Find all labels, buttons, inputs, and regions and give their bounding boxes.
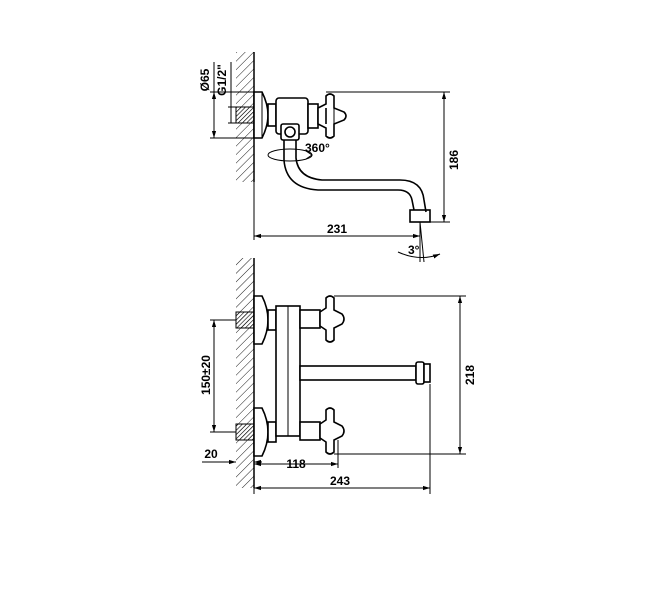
side-dim-height xyxy=(326,91,450,223)
front-spout xyxy=(299,361,431,385)
side-dim-diameter xyxy=(210,62,254,139)
side-view: Ø65 G1/2" 360° 186 231 3° xyxy=(198,52,461,263)
front-wall xyxy=(236,258,255,488)
front-dim-height xyxy=(334,295,466,455)
front-inlet-pipe-top xyxy=(235,311,255,329)
front-cross-handle-bottom xyxy=(319,407,345,455)
side-diameter-label: Ø65 xyxy=(198,68,212,91)
front-dim-length xyxy=(253,384,431,494)
front-mixer-body xyxy=(275,305,321,441)
front-dim-handle-offset xyxy=(254,440,339,468)
front-cross-handle-top xyxy=(319,295,345,343)
front-escutcheon-top xyxy=(253,295,277,345)
side-dim-angle xyxy=(397,221,441,263)
side-inlet-pipe xyxy=(235,106,255,124)
front-inlet-pipe-bottom xyxy=(235,423,255,441)
side-valve-body xyxy=(275,97,319,141)
front-view: 150±20 218 20 118 243 xyxy=(199,258,477,494)
front-escutcheon-bottom xyxy=(253,407,277,457)
front-dim-inlet-spacing xyxy=(210,319,236,433)
side-thread-label: G1/2" xyxy=(215,64,229,96)
side-angle-label: 3° xyxy=(408,243,420,257)
front-inlet-spacing-label: 150±20 xyxy=(199,355,213,395)
side-length-label: 231 xyxy=(327,222,347,236)
side-height-label: 186 xyxy=(447,150,461,170)
front-wall-offset-label: 20 xyxy=(204,447,218,461)
front-height-label: 218 xyxy=(463,365,477,385)
side-dim-thread xyxy=(228,62,236,124)
front-length-label: 243 xyxy=(330,474,350,488)
side-rotation-label: 360° xyxy=(305,141,330,155)
side-escutcheon xyxy=(253,91,277,139)
side-cross-handle xyxy=(317,93,347,139)
front-handle-offset-label: 118 xyxy=(286,457,306,471)
